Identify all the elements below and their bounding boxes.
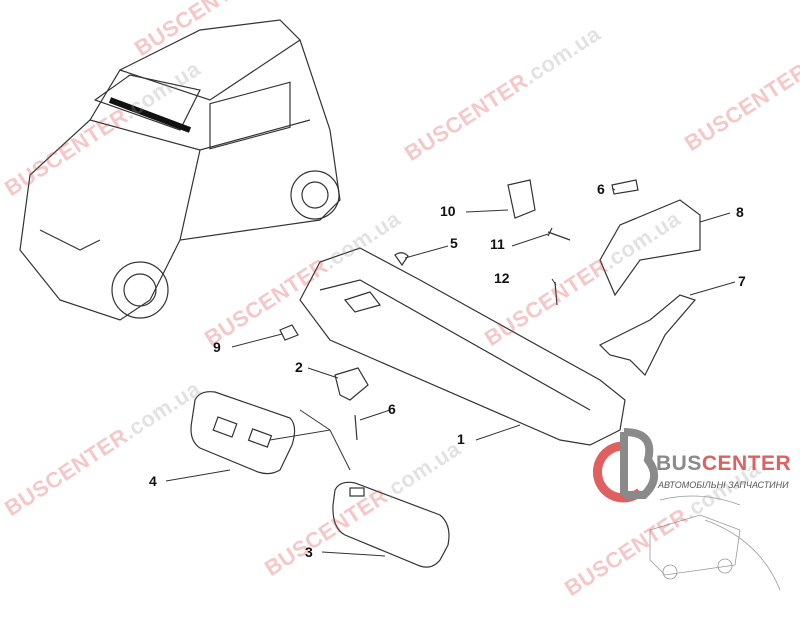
callout-9: 9: [213, 339, 221, 355]
callout-6-top: 6: [597, 181, 605, 197]
logo-brand-part1: BUS: [656, 452, 702, 475]
part-1-roof-console: [299, 247, 626, 446]
callout-12: 12: [494, 270, 510, 286]
callout-8: 8: [736, 204, 744, 220]
callout-4: 4: [149, 473, 157, 489]
callout-5: 5: [450, 235, 458, 251]
logo-brand-part2: CENTER: [701, 452, 792, 475]
callout-10: 10: [440, 203, 456, 219]
part-4-sun-visor: [190, 391, 296, 475]
callout-3: 3: [305, 544, 313, 560]
logo-brand: BUSCENTER: [656, 452, 791, 476]
leader-lines: [165, 187, 736, 557]
callout-7: 7: [738, 273, 746, 289]
small-parts: [279, 179, 701, 441]
callout-6-bottom: 6: [388, 401, 396, 417]
callout-2: 2: [295, 359, 303, 375]
logo-subtitle: АВТОМОБІЛЬНІ ЗАПЧАСТИНИ: [658, 480, 789, 490]
callout-1: 1: [457, 431, 465, 447]
buscenter-logo-mark: [592, 428, 658, 503]
van-sketch: [649, 495, 781, 591]
part-3-sun-visor: [332, 481, 450, 568]
callout-11: 11: [490, 236, 505, 252]
vehicle-illustration: [19, 19, 341, 321]
